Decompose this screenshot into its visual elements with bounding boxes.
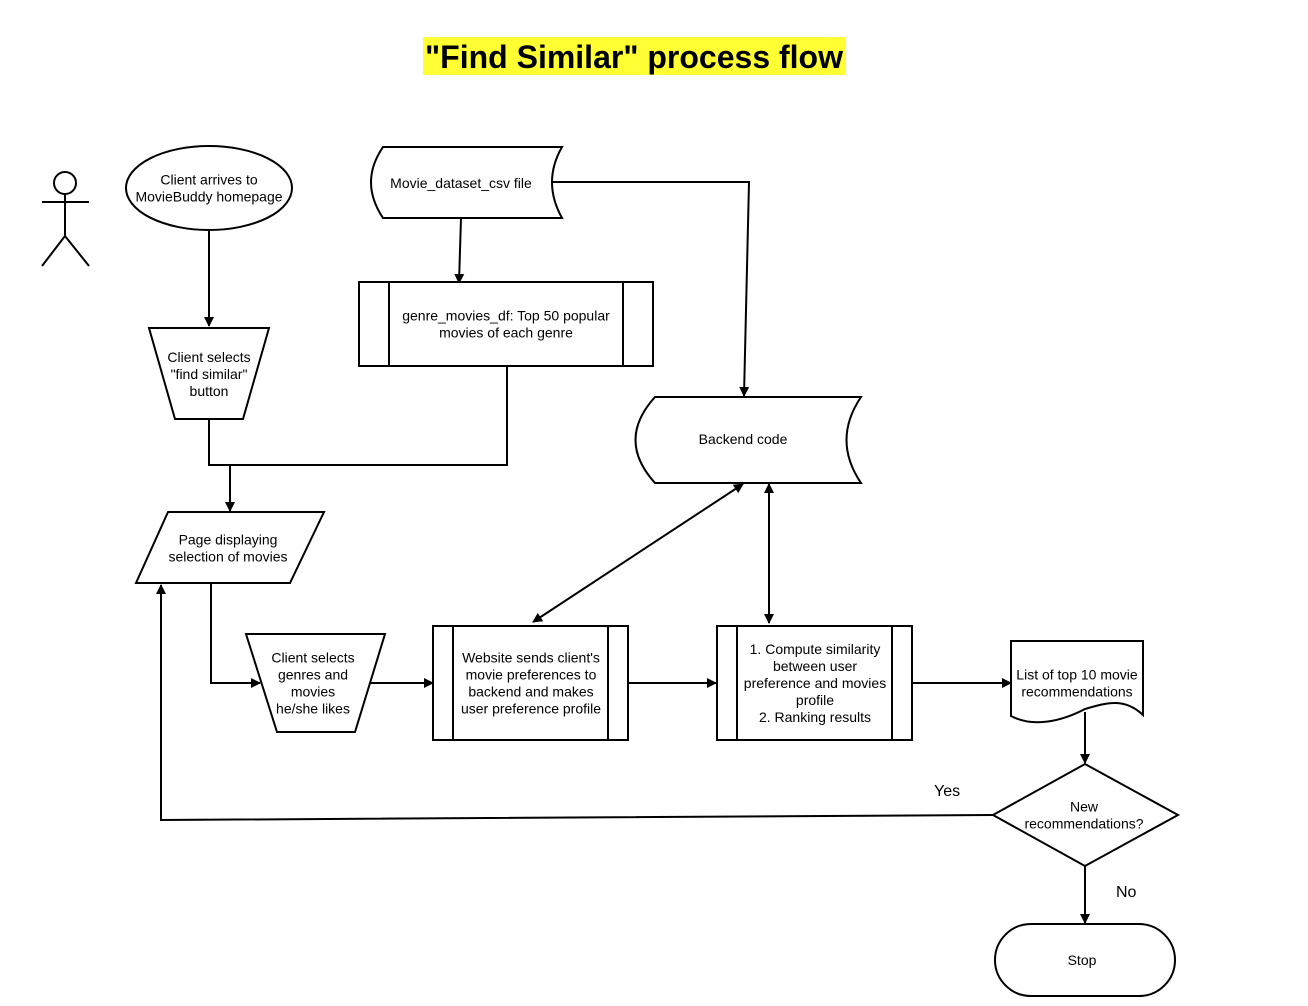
node-backend[interactable]: Backend code [634, 396, 863, 484]
edge-find-similar-to-page [208, 419, 235, 512]
node-find-similar[interactable]: Client selects"find similar"button [147, 327, 271, 420]
label-line: user preference profile [461, 701, 601, 717]
label-line: profile [796, 692, 834, 708]
label-line: 2. Ranking results [759, 709, 871, 725]
label-line: List of top 10 movie [1016, 667, 1138, 683]
label-line: preference and movies [744, 675, 886, 691]
label-line: Page displaying [179, 532, 278, 548]
node-backend-label: Backend code [699, 431, 788, 447]
node-stop-label: Stop [1068, 952, 1097, 968]
page-title: "Find Similar" process flow [423, 37, 846, 75]
label-line: genre_movies_df: Top 50 popular [402, 308, 610, 324]
label-line: button [190, 383, 229, 399]
title-highlight [423, 37, 846, 75]
label-line: New [1070, 799, 1099, 815]
edge-dataset-to-genre-df [454, 217, 465, 284]
label-line: Stop [1068, 952, 1097, 968]
node-find-similar-label: Client selects"find similar"button [167, 349, 250, 399]
label-line: 1. Compute similarity [750, 641, 881, 657]
stick-figure-actor-icon [41, 171, 90, 267]
edge-website-backend-bidirectional [532, 483, 744, 623]
label-line: Client selects [271, 650, 354, 666]
label-line: genres and [278, 667, 348, 683]
edges [156, 181, 1090, 924]
edge-decision-yes-to-page [156, 584, 994, 822]
label-line: recommendations? [1024, 816, 1143, 832]
label-line: Client arrives to [160, 172, 257, 188]
label-line: Movie_dataset_csv file [390, 175, 532, 191]
label-line: selection of movies [168, 549, 287, 565]
edge-label-yes: Yes [934, 783, 960, 800]
edge-dataset-to-backend [548, 181, 751, 397]
label-line: between user [773, 658, 857, 674]
title-text: "Find Similar" process flow [425, 39, 843, 75]
label-line: Client selects [167, 349, 250, 365]
label-line: Backend code [699, 431, 788, 447]
edge-label-no: No [1116, 884, 1137, 901]
label-line: recommendations [1021, 684, 1132, 700]
label-line: he/she likes [276, 701, 350, 717]
label-line: MovieBuddy homepage [135, 189, 282, 205]
node-dataset-label: Movie_dataset_csv file [390, 175, 532, 191]
node-stop[interactable]: Stop [994, 923, 1176, 997]
label-line: movies of each genre [439, 325, 573, 341]
node-dataset[interactable]: Movie_dataset_csv file [370, 146, 564, 219]
edge-genre-df-merge [209, 366, 508, 466]
label-line: Website sends client's [462, 650, 600, 666]
label-line: "find similar" [171, 366, 248, 382]
label-line: backend and makes [468, 684, 593, 700]
edge-page-to-select-genres [210, 584, 261, 688]
label-line: movies [291, 684, 335, 700]
label-line: movie preferences to [466, 667, 597, 683]
